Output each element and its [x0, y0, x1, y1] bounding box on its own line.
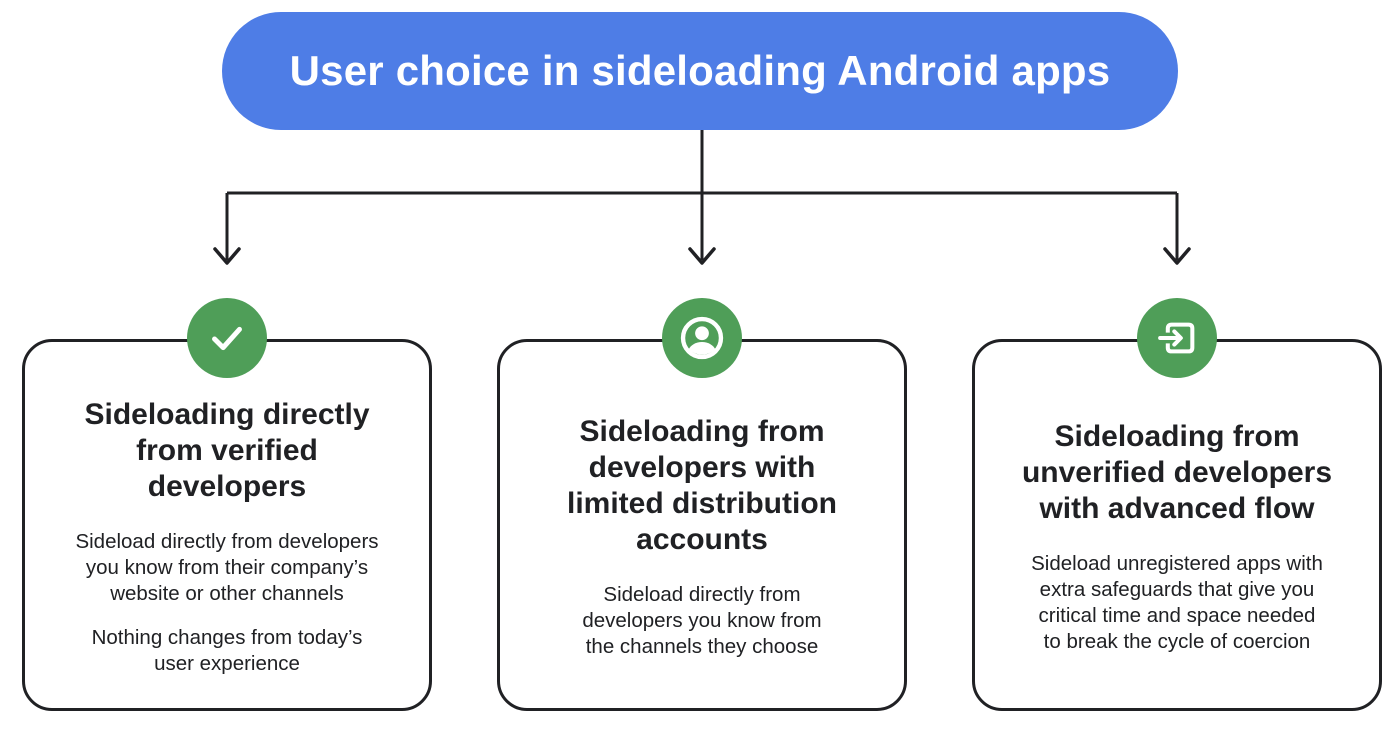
account-circle-icon [662, 298, 742, 378]
card-paragraph: Sideload unregistered apps with extra sa… [1031, 552, 1323, 653]
right-arrowhead-icon [1163, 247, 1191, 265]
card-verified-developers: Sideloading directly from verified devel… [22, 339, 432, 711]
card-paragraph: Nothing changes from today’s user experi… [91, 626, 363, 675]
left-arrowhead-icon [213, 247, 241, 265]
card-content: Sideloading from developers with limited… [500, 342, 904, 708]
card-paragraph: Sideload directly from developers you kn… [75, 530, 379, 605]
card-content: Sideloading directly from verified devel… [25, 342, 429, 708]
center-arrowhead-icon [688, 247, 716, 265]
card-title: Sideloading directly from verified devel… [84, 398, 370, 503]
card-title: Sideloading from developers with limited… [567, 415, 837, 556]
card-limited-distribution: Sideloading from developers with limited… [497, 339, 907, 711]
diagram-title: User choice in sideloading Android apps [289, 47, 1111, 94]
card-unverified-advanced-flow: Sideloading from unverified developers w… [972, 339, 1382, 711]
card-content: Sideloading from unverified developers w… [975, 342, 1379, 708]
card-title: Sideloading from unverified developers w… [1021, 420, 1333, 525]
check-icon [187, 298, 267, 378]
card-paragraph: Sideload directly from developers you kn… [582, 583, 822, 658]
exit-to-app-icon [1137, 298, 1217, 378]
header-pill: User choice in sideloading Android apps [222, 12, 1178, 130]
